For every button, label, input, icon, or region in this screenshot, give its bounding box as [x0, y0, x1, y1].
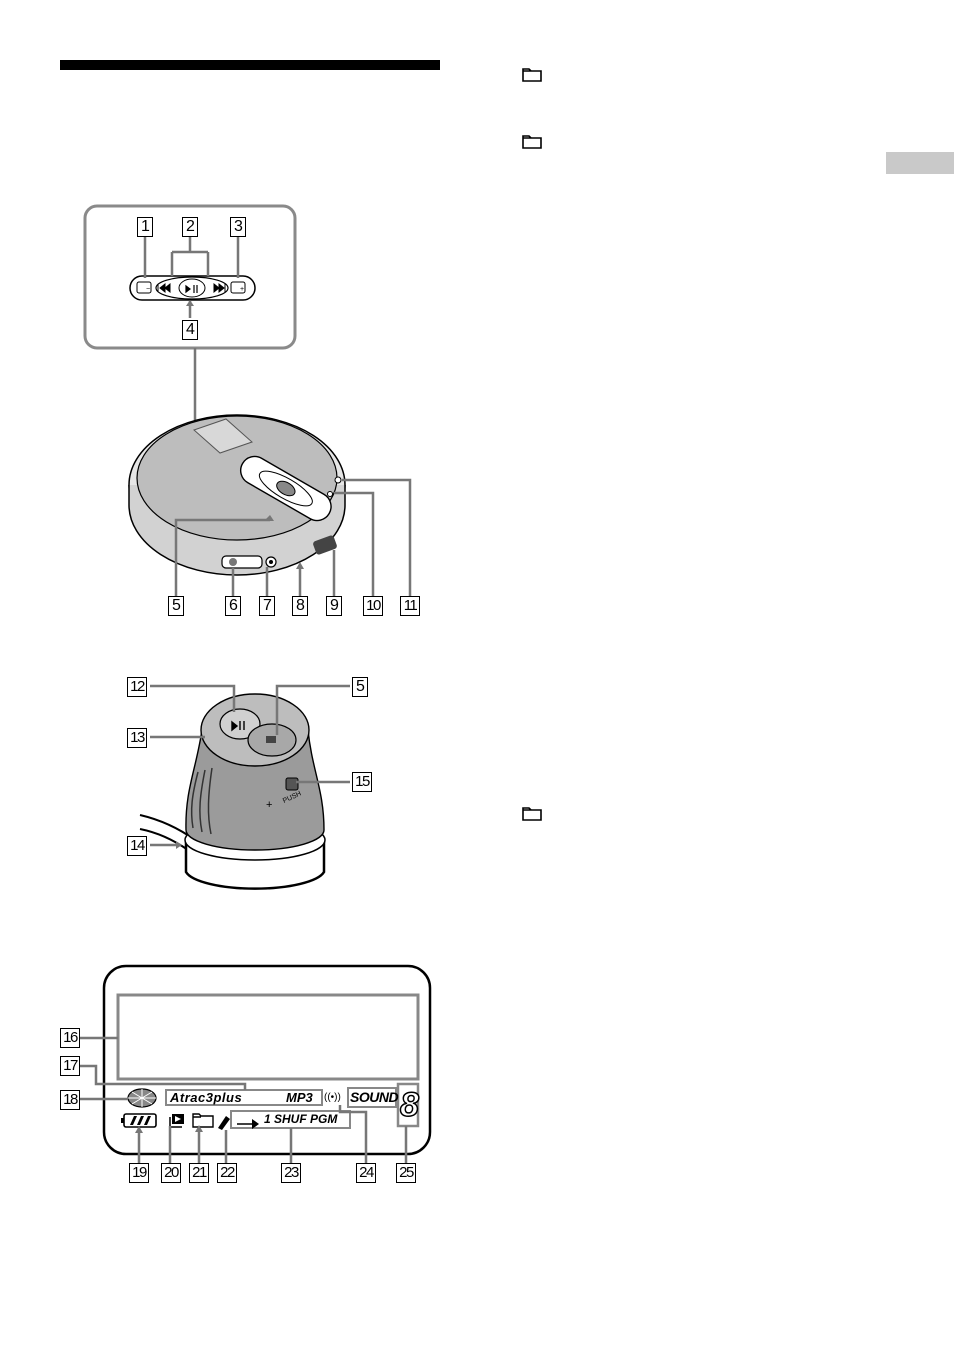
callout-8: 8	[292, 596, 308, 616]
character-area	[118, 995, 418, 1079]
sound-label: SOUND	[350, 1089, 398, 1106]
folder-icon	[193, 1114, 213, 1127]
callout-19: 19	[129, 1163, 149, 1183]
callout-12: 12	[127, 677, 147, 697]
callout-23: 23	[281, 1163, 301, 1183]
callout-5: 5	[168, 596, 184, 616]
callout-14: 14	[127, 836, 147, 856]
callout-18: 18	[60, 1090, 80, 1110]
codec-mp3-label: MP3	[286, 1090, 313, 1105]
callout-16: 16	[60, 1028, 80, 1048]
callout-7: 7	[259, 596, 275, 616]
callout-13: 13	[127, 728, 147, 748]
play-mode-label: 1 SHUF PGM	[264, 1112, 337, 1127]
track-digit: 8	[400, 1088, 419, 1122]
callout-10: 10	[363, 596, 383, 616]
callout-20: 20	[161, 1163, 181, 1183]
callout-5-remote: 5	[352, 677, 368, 697]
callout-11: 11	[400, 596, 420, 616]
callout-4: 4	[182, 320, 198, 340]
callout-17: 17	[60, 1056, 80, 1076]
callout-22: 22	[217, 1163, 237, 1183]
callout-25: 25	[396, 1163, 416, 1183]
callout-24: 24	[356, 1163, 376, 1183]
callout-2: 2	[182, 217, 198, 237]
callout-3: 3	[230, 217, 246, 237]
callout-1: 1	[137, 217, 153, 237]
callout-21: 21	[189, 1163, 209, 1183]
surround-indicator: ((•))	[324, 1091, 341, 1104]
callout-15: 15	[352, 772, 372, 792]
callout-9: 9	[326, 596, 342, 616]
callout-6: 6	[225, 596, 241, 616]
battery-icon	[121, 1114, 156, 1127]
codec-atrac-label: Atrac3plus	[170, 1090, 242, 1105]
